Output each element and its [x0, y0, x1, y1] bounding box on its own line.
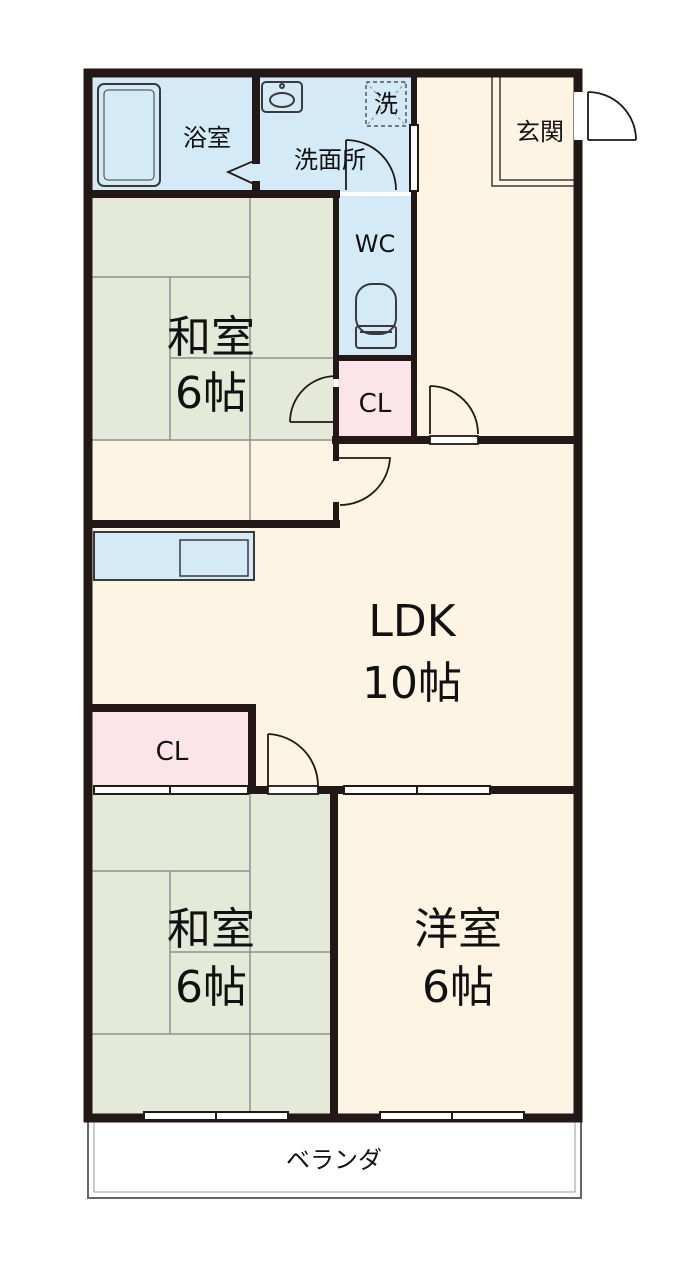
washroom-floor	[254, 76, 412, 192]
sliding-doors	[93, 124, 525, 1121]
japanese-room-bottom-label: 和室	[167, 904, 255, 955]
entrance-label: 玄関	[516, 118, 564, 146]
japanese-room-bottom-floor	[90, 790, 334, 1116]
closet-left-floor	[90, 708, 248, 790]
veranda-label: ベランダ	[286, 1146, 382, 1174]
washbasin-icon	[261, 81, 303, 113]
bath-label: 浴室	[183, 124, 231, 152]
closet-top-floor	[338, 360, 412, 438]
tatami-lines-bottom	[90, 790, 334, 1116]
bathtub-icon	[97, 83, 161, 187]
wc-label: WC	[355, 230, 396, 258]
washer-space-icon	[365, 81, 407, 127]
washer-label: 洗	[374, 90, 398, 118]
japanese-room-top-size: 6帖	[175, 368, 247, 419]
closet-top-label: CL	[359, 389, 392, 419]
western-room-size: 6帖	[422, 962, 494, 1013]
wc-floor	[338, 196, 412, 356]
washroom-label: 洗面所	[294, 146, 366, 174]
western-room-floor	[334, 790, 578, 1116]
closet-left-label: CL	[156, 737, 189, 767]
japanese-room-bottom-size: 6帖	[175, 962, 247, 1013]
entrance-hall-floor	[412, 76, 578, 440]
ldk-label: LDK	[368, 596, 456, 647]
kitchen-counter-icon	[93, 531, 255, 581]
japanese-room-top-label: 和室	[167, 312, 255, 363]
entrance-step	[491, 76, 578, 187]
bath-floor	[90, 76, 254, 192]
walls	[83, 68, 583, 1123]
ldk-size: 10帖	[362, 658, 462, 709]
tatami-lines-top	[90, 196, 334, 522]
western-room-label: 洋室	[414, 904, 502, 955]
toilet-icon	[355, 283, 397, 349]
swing-doors	[225, 91, 637, 795]
